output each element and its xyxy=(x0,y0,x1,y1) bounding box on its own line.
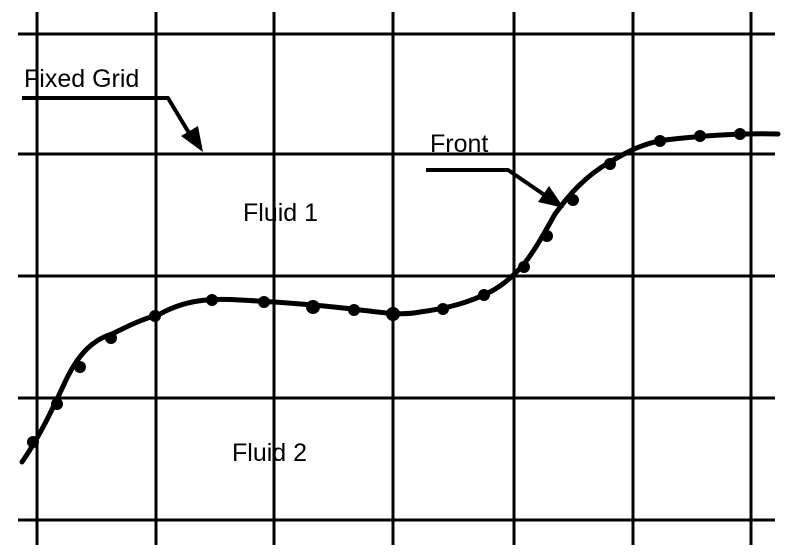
fixed-grid-leader-line xyxy=(22,96,194,140)
front-curve xyxy=(19,131,781,465)
front-leader-line xyxy=(426,168,548,198)
front-marker xyxy=(734,128,746,140)
front-marker xyxy=(654,135,666,147)
fluid-2-label: Fluid 2 xyxy=(232,439,307,467)
front-marker xyxy=(105,332,117,344)
front-marker xyxy=(541,230,553,242)
front-marker xyxy=(694,130,706,142)
front-marker xyxy=(567,194,579,206)
front-marker xyxy=(478,289,490,301)
fixed-grid-callout: Fixed Grid xyxy=(22,65,203,152)
front-marker xyxy=(27,436,39,448)
front-marker xyxy=(518,261,530,273)
front-marker xyxy=(51,398,63,410)
front-marker xyxy=(74,361,86,373)
fixed-grid-label: Fixed Grid xyxy=(24,65,139,93)
front-marker xyxy=(437,303,449,315)
front-label: Front xyxy=(430,130,488,158)
front-marker xyxy=(149,310,161,322)
front-marker xyxy=(306,300,320,314)
front-markers xyxy=(27,128,746,448)
front-arrowhead xyxy=(538,186,564,208)
front-marker xyxy=(348,304,360,316)
front-callout: Front xyxy=(426,130,564,208)
front-marker xyxy=(258,296,270,308)
fixed-grid-arrowhead xyxy=(181,126,203,152)
front-marker xyxy=(604,158,616,170)
front-marker xyxy=(386,307,400,321)
fluid-1-label: Fluid 1 xyxy=(243,199,318,227)
fixed-grid xyxy=(18,12,775,545)
front-marker xyxy=(206,294,218,306)
